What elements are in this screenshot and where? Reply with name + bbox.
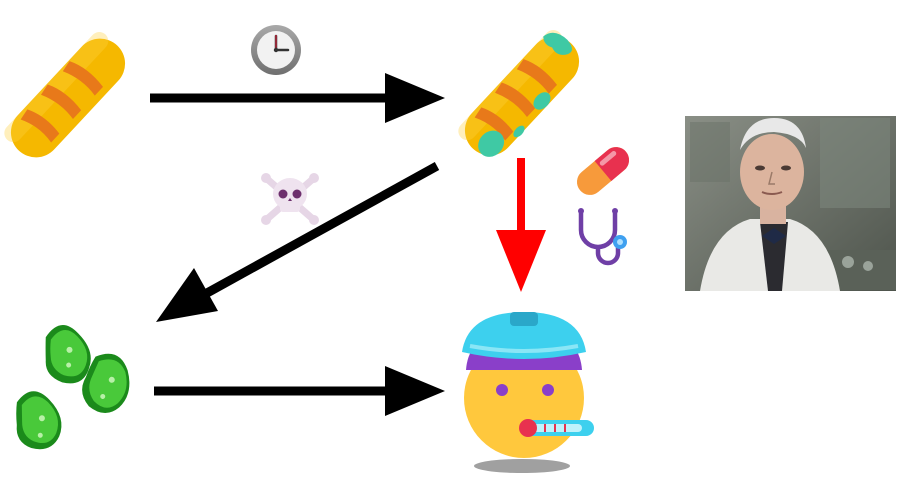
bread-icon [4, 32, 126, 158]
scientist-portrait-photo [685, 116, 896, 291]
arrow-moldy-bread-to-sick-person [496, 158, 546, 292]
bacteria-icon [16, 325, 130, 450]
pill-icon [576, 147, 630, 195]
skull-crossbones-icon [261, 173, 319, 225]
stethoscope-icon [578, 208, 627, 266]
moldy-bread-icon [458, 30, 580, 157]
arrow-bread-to-moldy-bread [150, 73, 445, 123]
clock-icon [251, 25, 301, 75]
arrow-moldy-bread-to-bacteria [156, 162, 440, 322]
sick-face-icon [462, 312, 594, 473]
arrow-bacteria-to-sick-person [154, 366, 445, 416]
